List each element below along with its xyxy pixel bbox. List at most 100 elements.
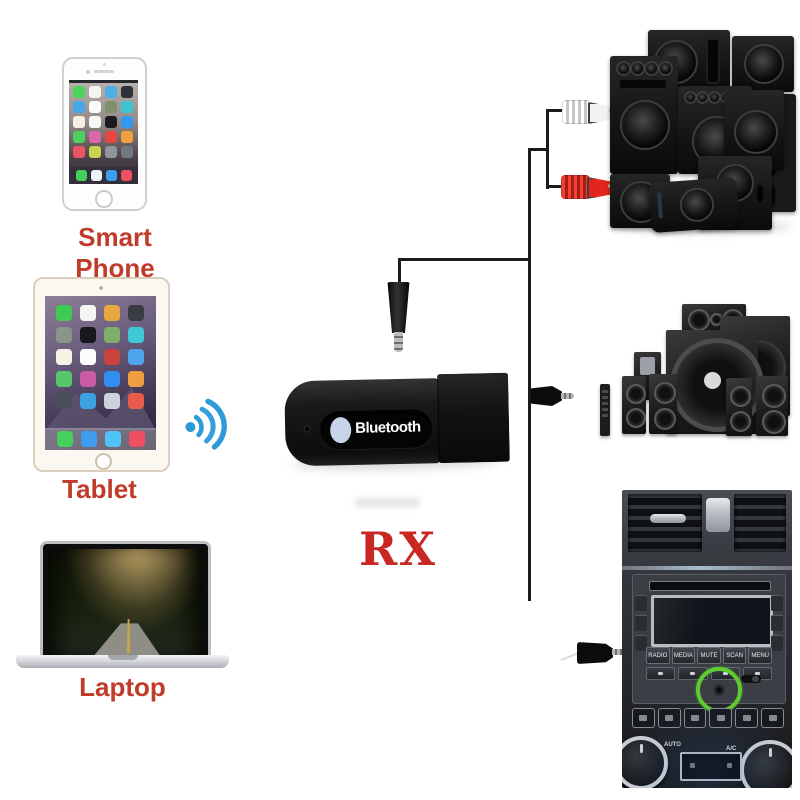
app-icon xyxy=(89,146,101,158)
main-cable-vertical xyxy=(528,148,531,601)
satellite-speaker xyxy=(756,376,788,436)
pa-speaker-stack-image xyxy=(606,24,796,234)
phone-front-camera xyxy=(86,70,90,74)
wifi-signal-icon xyxy=(185,398,227,450)
aux-plug-center xyxy=(386,282,411,358)
app-icon xyxy=(105,101,117,113)
bluetooth-brand-text: Bluetooth xyxy=(354,418,421,437)
dock-screen xyxy=(640,357,655,375)
app-icon xyxy=(56,305,72,321)
app-icon xyxy=(104,393,120,409)
dongle-label-panel: Bluetooth xyxy=(319,409,433,450)
app-icon xyxy=(73,131,85,143)
tablet-image xyxy=(33,277,170,472)
rx-smudge xyxy=(354,498,420,507)
driver xyxy=(730,386,751,407)
app-icon xyxy=(56,393,72,409)
aux-branch-horizontal xyxy=(398,258,531,261)
red-rca-branch xyxy=(546,185,564,188)
app-icon xyxy=(80,305,96,321)
car-dashboard-image: RADIO MEDIA MUTE SCAN MENU xyxy=(622,490,792,788)
app-icon xyxy=(104,349,120,365)
phone-camera-dot xyxy=(103,63,106,66)
dash-trim-strip xyxy=(622,566,792,570)
speaker-cone xyxy=(744,44,784,84)
plug-tip xyxy=(561,393,574,399)
app-icon xyxy=(104,327,120,343)
phone-earpiece xyxy=(94,70,114,73)
cable-splitter-stub xyxy=(528,148,549,151)
dock-app-icon xyxy=(104,431,121,447)
app-icon xyxy=(73,116,85,128)
aux-plug-body xyxy=(387,282,410,333)
app-icon xyxy=(121,101,133,113)
rca-splitter-vertical xyxy=(546,109,549,189)
tablet-home-button xyxy=(95,453,112,470)
speaker-cone xyxy=(678,186,716,223)
tweeter xyxy=(658,61,673,76)
dock-app-icon xyxy=(56,431,73,447)
smartphone-label: Smart Phone xyxy=(75,222,155,283)
app-icon xyxy=(121,146,133,158)
rca-white-grip xyxy=(562,100,591,124)
driver xyxy=(762,410,786,434)
radio-display xyxy=(651,595,773,647)
climate-button-row xyxy=(632,708,784,728)
aux-jack-hole xyxy=(715,686,723,694)
app-icon xyxy=(56,349,72,365)
speaker-cone xyxy=(620,100,670,150)
dock-app-icon xyxy=(105,170,117,181)
dust-cap xyxy=(704,372,721,389)
dock-app-icon xyxy=(75,170,87,181)
dock-app-icon xyxy=(128,431,145,447)
aux-plug-speakers xyxy=(531,386,577,406)
amplifier-box xyxy=(648,176,740,234)
app-icon xyxy=(128,371,144,387)
climate-button xyxy=(657,708,681,728)
plug-body xyxy=(531,386,562,406)
climate-button xyxy=(683,708,707,728)
air-vent-right xyxy=(734,494,786,552)
fan-knob-right xyxy=(740,740,792,788)
tablet-front-camera xyxy=(99,286,103,290)
tweeter xyxy=(630,61,645,76)
phone-app-grid xyxy=(73,86,134,158)
app-icon xyxy=(121,116,133,128)
climate-display xyxy=(680,752,742,781)
menu-button: MENU xyxy=(748,647,772,664)
app-icon xyxy=(128,349,144,365)
app-icon xyxy=(105,131,117,143)
plug-tip xyxy=(612,649,626,655)
app-icon xyxy=(56,327,72,343)
driver xyxy=(654,382,676,404)
transport-button xyxy=(646,667,676,680)
phone-status-bar xyxy=(69,80,138,83)
radio-button-row: RADIO MEDIA MUTE SCAN MENU xyxy=(646,647,772,664)
driver xyxy=(626,384,646,404)
speaker-cone xyxy=(734,110,778,154)
mute-button: MUTE xyxy=(697,647,721,664)
app-icon xyxy=(73,101,85,113)
tablet-screen xyxy=(45,296,156,450)
dock-app-icon xyxy=(120,170,132,181)
home-theater-image xyxy=(596,300,794,440)
climate-button xyxy=(735,708,759,728)
app-icon xyxy=(89,116,101,128)
speaker-horn xyxy=(706,38,720,84)
dock-app-icon xyxy=(90,170,102,181)
aux-plug-car xyxy=(577,640,629,666)
app-icon xyxy=(128,305,144,321)
app-icon xyxy=(80,327,96,343)
aux-branch-vertical xyxy=(398,258,401,286)
climate-button xyxy=(709,708,733,728)
white-rca-branch xyxy=(546,109,566,112)
tweeter xyxy=(616,61,631,76)
app-icon xyxy=(80,393,96,409)
app-icon xyxy=(89,86,101,98)
driver xyxy=(688,309,710,331)
app-icon xyxy=(121,131,133,143)
speaker-box xyxy=(732,36,794,92)
satellite-speaker xyxy=(726,378,752,436)
air-vent-left xyxy=(628,494,702,552)
